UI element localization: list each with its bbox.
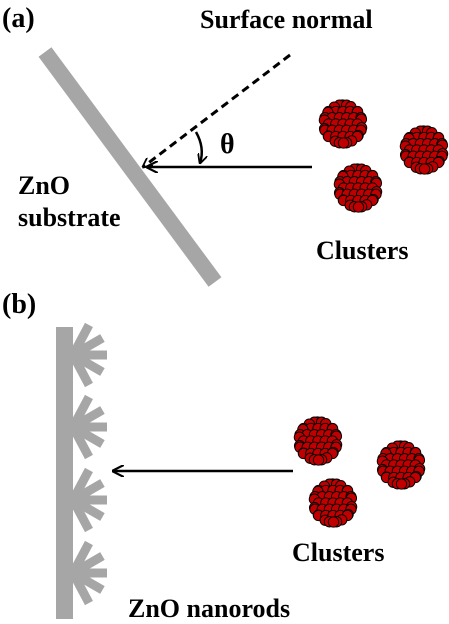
cluster [308,478,358,528]
cluster-atom [395,478,408,490]
substrate-label-line2: substrate [18,203,121,232]
substrate-label-line1: ZnO [18,171,70,200]
cluster [376,440,426,490]
clusters-label-a: Clusters [316,236,408,265]
nanorod [71,350,107,360]
cluster-atom [418,163,431,175]
nanorod [68,423,93,460]
zno-substrate-slab [56,327,73,619]
angle-theta-label: θ [220,129,235,160]
nanorod [68,496,93,533]
panel-a: (a) Surface normal θ ZnO substrate Clust… [2,3,449,287]
nanorod-fan [68,540,107,606]
angle-arc [194,131,202,163]
nanorod-fans [68,322,107,606]
cluster-atom [327,516,340,528]
cluster-atom [352,201,365,213]
nanorod [71,422,107,432]
nanorod [68,569,93,606]
cluster [333,163,383,213]
nanorod-fan [68,467,107,533]
zno-substrate-slab [38,47,222,287]
nanorod [68,351,93,388]
cluster [318,99,368,149]
panel-a-label: (a) [2,3,35,34]
surface-normal-arrow [143,53,291,167]
clusters-label-b: Clusters [292,538,384,567]
cluster-atom [312,454,325,466]
panel-b-label: (b) [2,289,36,320]
nanorod-fan [68,394,107,460]
cluster [399,125,449,175]
nanorod [71,568,107,578]
nanorod [71,495,107,505]
nanorod-fan [68,322,107,388]
nanorods-label: ZnO nanorods [128,594,290,623]
cluster [293,416,343,466]
surface-normal-label: Surface normal [200,5,373,34]
panel-b: (b) Clusters ZnO nanorods [2,289,426,623]
cluster-atom [337,137,350,149]
